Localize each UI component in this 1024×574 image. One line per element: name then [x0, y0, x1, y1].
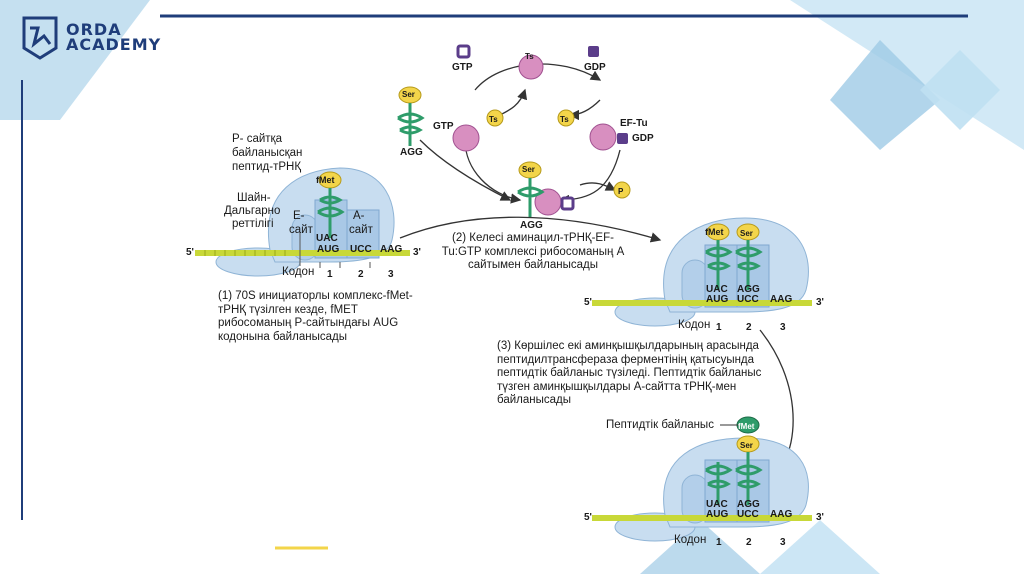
label-agg-center: AGG — [520, 220, 543, 231]
mrna-5-2: 5' — [584, 297, 592, 308]
label-e-site-1: E- — [293, 210, 305, 222]
mrna-3-2: 3' — [816, 297, 824, 308]
codon-label-3: Кодон — [674, 534, 707, 546]
caption-step1: (1) 70S инициаторлы комплекс-fMet-тРНҚ т… — [218, 290, 413, 343]
top-right-diamond-2 — [920, 50, 1000, 130]
codon-num-3-3: 3 — [780, 537, 786, 548]
ribosome-1 — [195, 167, 410, 277]
label-fmet-1: fMet — [316, 175, 335, 185]
mrna-5-3: 5' — [584, 512, 592, 523]
mrna-aug-3: AUG — [706, 509, 729, 520]
brand-line2: ACADEMY — [66, 35, 162, 54]
label-p-site-3: пептид-тРНҚ — [232, 161, 302, 173]
label-sd-2: Дальгарно — [224, 205, 281, 217]
caption-step3: (3) Көршілес екі аминқышқылдарының арасы… — [497, 340, 762, 406]
mrna-3-1: 3' — [413, 247, 421, 258]
label-agg-3: AGG — [737, 499, 760, 510]
label-agg-2: AGG — [737, 284, 760, 295]
mrna-ucc-2: UCC — [737, 294, 759, 305]
codon-label-2: Кодон — [678, 319, 711, 331]
label-p-site-2: байланысқан — [232, 147, 303, 159]
codon-num-2-2: 2 — [746, 322, 752, 333]
mrna-aag-3: AAG — [770, 509, 793, 520]
codon-num-2-1: 1 — [716, 322, 722, 333]
top-right-diamond — [830, 40, 940, 150]
codon-num-2-3: 3 — [780, 322, 786, 333]
bottom-right-shape-2 — [760, 520, 880, 574]
label-ser-3: Ser — [740, 441, 753, 450]
label-gdp-right: GDP — [632, 133, 654, 144]
label-fmet-2: fMet — [705, 227, 724, 237]
label-sd-1: Шайн- — [237, 192, 271, 204]
codon-num-3-2: 2 — [746, 537, 752, 548]
brand-line1: ORDA — [66, 20, 122, 39]
label-ser-2: Ser — [740, 229, 753, 238]
logo-icon — [22, 16, 58, 60]
label-ef-tu: EF-Tu — [620, 118, 648, 129]
label-fmet-3: fMet — [738, 422, 755, 431]
mrna-5-1: 5' — [186, 247, 194, 258]
label-e-site-2: сайт — [289, 224, 313, 236]
ribosome-3 — [592, 416, 812, 542]
codon-num-1-2: 2 — [358, 269, 364, 280]
label-ser-center: Ser — [522, 165, 535, 174]
label-a-site-2: сайт — [349, 224, 373, 236]
mrna-aug-1: AUG — [317, 244, 340, 255]
ribosome-2 — [592, 217, 812, 327]
ef-tu-cycle — [397, 44, 631, 218]
label-uac-3: UAC — [706, 499, 728, 510]
bottom-right-shape — [640, 520, 760, 574]
label-gdp-top: GDP — [584, 62, 606, 73]
label-gtp-top: GTP — [452, 62, 473, 73]
label-ts-left: Ts — [489, 115, 498, 124]
label-gtp-left: GTP — [433, 121, 454, 132]
label-sd-3: реттілігі — [232, 218, 274, 230]
label-ser-left: Ser — [402, 90, 415, 99]
codon-num-1-3: 3 — [388, 269, 394, 280]
codon-num-1-1: 1 — [327, 269, 333, 280]
label-uac-2: UAC — [706, 284, 728, 295]
label-ts-right: Ts — [560, 115, 569, 124]
caption-step2: (2) Келесі аминацил-тРНҚ-EF-Tu:GTP компл… — [441, 232, 625, 271]
mrna-3-3: 3' — [816, 512, 824, 523]
arrow-step1-to-step2 — [399, 216, 662, 243]
label-p-site-1: P- сайтқа — [232, 133, 282, 145]
label-a-site-1: A- — [353, 210, 365, 222]
mrna-aug-2: AUG — [706, 294, 729, 305]
codon-label-1: Кодон — [282, 266, 315, 278]
label-uac-1: UAC — [316, 233, 338, 244]
label-p: P — [618, 187, 624, 196]
mrna-aag-2: AAG — [770, 294, 793, 305]
mrna-ucc-3: UCC — [737, 509, 759, 520]
mrna-ucc-1: UCC — [350, 244, 372, 255]
codon-num-3-1: 1 — [716, 537, 722, 548]
label-peptide-bond: Пептидтік байланыс — [606, 419, 714, 431]
label-agg-left: AGG — [400, 147, 423, 158]
mrna-aag-1: AAG — [380, 244, 403, 255]
label-ts-top: Ts — [525, 52, 534, 61]
